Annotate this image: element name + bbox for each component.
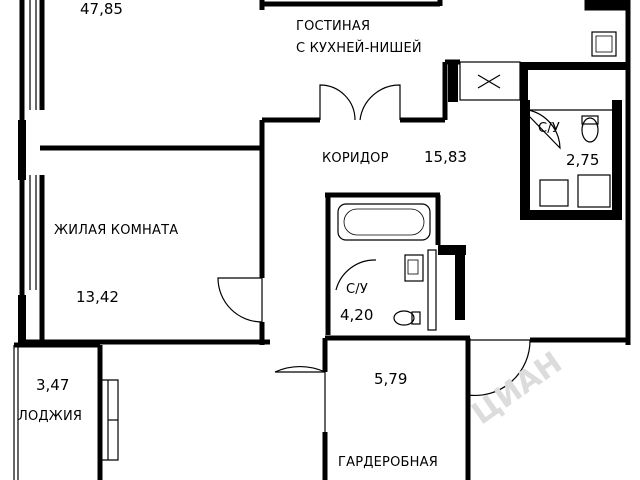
loggia-area: 3,47 <box>36 376 69 394</box>
doors <box>100 84 561 461</box>
bedroom-name: ЖИЛАЯ КОМНАТА <box>54 223 178 238</box>
living-top-wall <box>259 0 443 10</box>
living-name-line2: С КУХНЕЙ-НИШЕЙ <box>296 40 422 56</box>
loggia-name: ЛОДЖИЯ <box>18 409 82 424</box>
wc-small-area: 2,75 <box>566 151 599 169</box>
wardrobe-name: ГАРДЕРОБНАЯ <box>338 455 438 470</box>
walls <box>13 0 631 480</box>
bath-area: 4,20 <box>340 306 373 324</box>
watermark: ЦИАН <box>466 345 569 432</box>
corridor-area: 15,83 <box>424 148 467 166</box>
corridor-name: КОРИДОР <box>322 151 389 166</box>
fixtures <box>337 31 617 331</box>
wc-small-name: С/У <box>538 121 560 136</box>
living-name-line1: ГОСТИНАЯ <box>296 19 370 34</box>
wardrobe-area: 5,79 <box>374 370 407 388</box>
living-area: 47,85 <box>80 0 123 18</box>
bedroom-area: 13,42 <box>76 288 119 306</box>
bath-name: С/У <box>346 282 368 297</box>
